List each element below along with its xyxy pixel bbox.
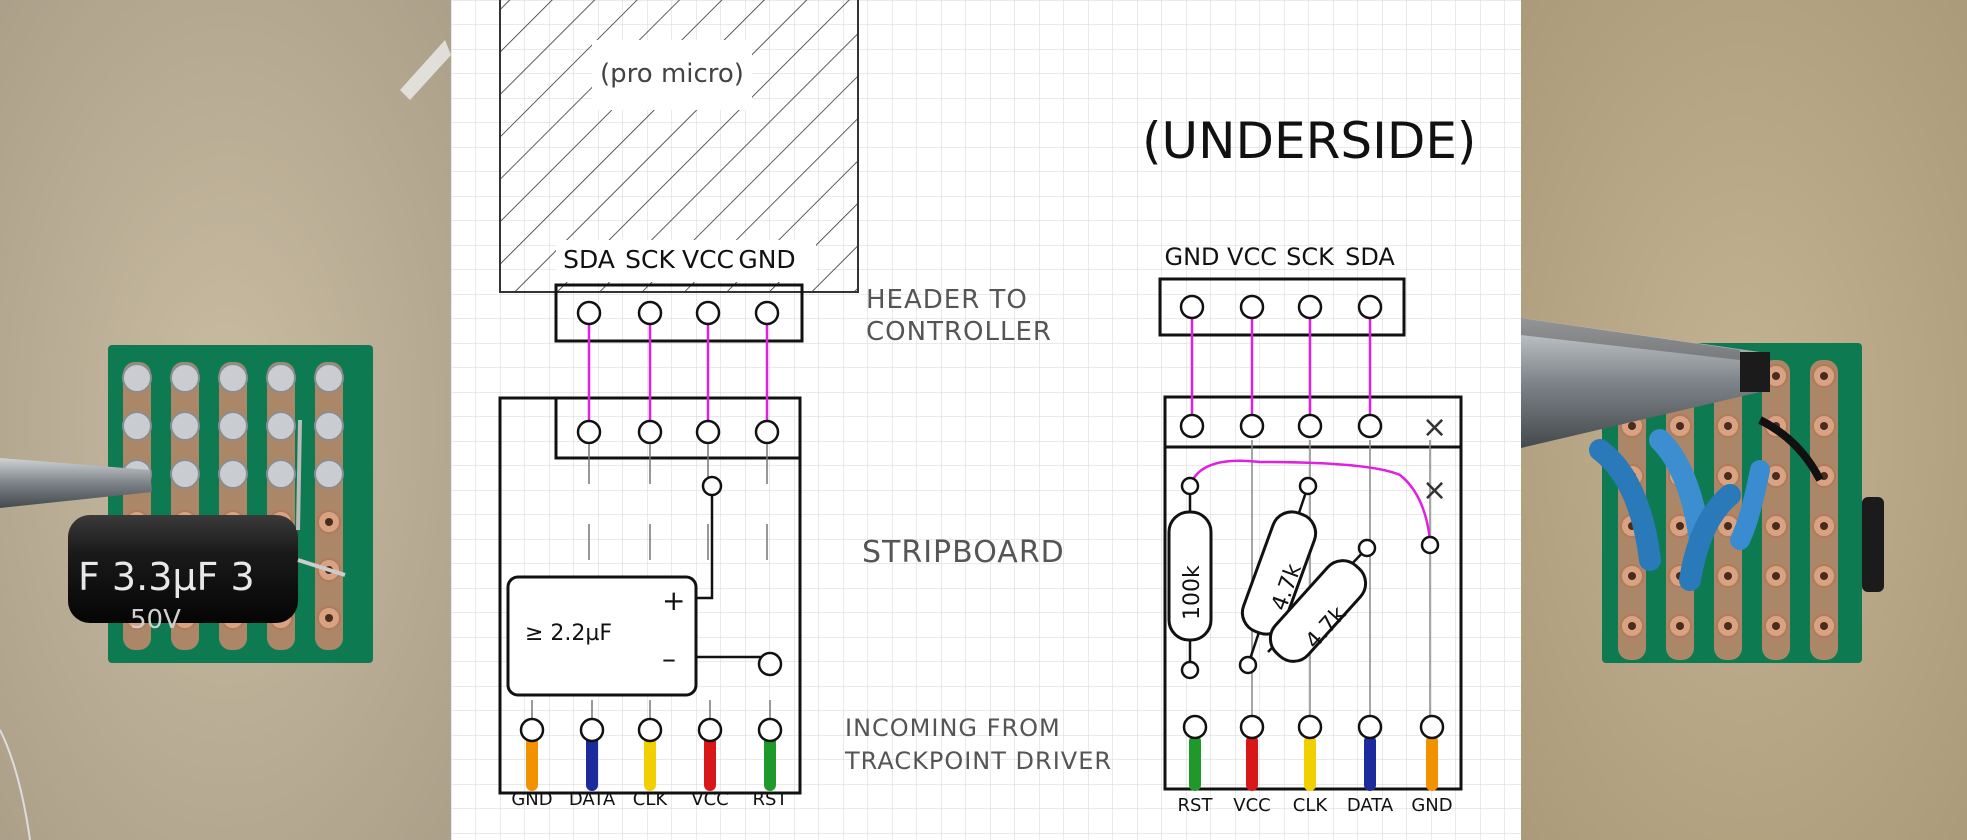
- right-pin-hole-3: [1357, 714, 1383, 740]
- right-header-label-2: SCK: [1286, 243, 1335, 271]
- right-header-label-0: GND: [1164, 243, 1219, 271]
- left-tracks: [576, 300, 780, 560]
- photo-left-stripboard-top: F 3.3µF 3 50V: [0, 0, 451, 840]
- left-header-hole-0: [576, 300, 602, 326]
- left-board-hole-3: [754, 419, 780, 445]
- right-header-label-3: SDA: [1345, 243, 1395, 271]
- left-pin-hole-3: [697, 717, 723, 743]
- note-incoming-line2: TRACKPOINT DRIVER: [844, 747, 1112, 775]
- left-wire-3: [704, 735, 716, 791]
- left-pin-hole-0: [519, 717, 545, 743]
- note-stripboard: STRIPBOARD: [862, 535, 1065, 570]
- right-pin-label-1: VCC: [1233, 795, 1270, 816]
- right-wire-1: [1246, 735, 1258, 791]
- middle-notes: HEADER TO CONTROLLER STRIPBOARD INCOMING…: [844, 285, 1112, 775]
- underside-title: (UNDERSIDE): [1142, 112, 1476, 170]
- resistor-100k: 100k: [1167, 476, 1213, 680]
- capacitor-symbol: ≥ 2.2µF + –: [506, 475, 783, 697]
- right-pin-hole-4: [1419, 714, 1445, 740]
- photo-right-stripboard-underside: [1521, 0, 1967, 840]
- right-wire-3: [1364, 735, 1376, 791]
- right-board-hole-3: [1357, 413, 1383, 439]
- x-mark-row2: ×: [1422, 473, 1447, 508]
- pro-micro-outline: (pro micro): [499, 0, 859, 293]
- capacitor-print: F 3.3µF 3: [78, 555, 255, 599]
- right-header-hole-1: [1239, 294, 1265, 320]
- left-stripboard-header-row: [554, 396, 802, 460]
- capacitor-value: ≥ 2.2µF: [525, 621, 612, 646]
- right-wire-2: [1304, 735, 1316, 791]
- left-pin-label-3: VCC: [691, 789, 728, 810]
- left-wire-4: [764, 735, 776, 791]
- right-header-hole-2: [1297, 294, 1323, 320]
- note-header-line1: HEADER TO: [866, 285, 1028, 315]
- right-pin-label-3: DATA: [1347, 795, 1394, 816]
- left-pin-hole-4: [757, 717, 783, 743]
- right-header-labels: GND VCC SCK SDA: [1164, 243, 1395, 271]
- left-header-label-3: GND: [738, 245, 795, 274]
- left-wire-0: [526, 735, 538, 791]
- left-pin-label-2: CLK: [633, 789, 669, 810]
- tweezer-left: [0, 458, 152, 508]
- magenta-jumper-wire: [1188, 459, 1432, 541]
- capacitor-photo: F 3.3µF 3 50V: [68, 419, 346, 635]
- left-pin-hole-1: [579, 717, 605, 743]
- left-board-hole-1: [637, 419, 663, 445]
- resistor-4-7k-a: 4.7k: [1238, 476, 1318, 675]
- left-wire-2: [644, 735, 656, 791]
- note-incoming-line1: INCOMING FROM: [845, 714, 1061, 742]
- left-header-label-1: SCK: [625, 245, 675, 274]
- right-board-hole-2: [1297, 413, 1323, 439]
- right-header-hole-3: [1357, 294, 1383, 320]
- right-pin-label-4: GND: [1411, 795, 1452, 816]
- left-bottom-pins: GND DATA CLK VCC RST: [511, 700, 788, 810]
- left-board-hole-2: [695, 419, 721, 445]
- x-mark-row1: ×: [1422, 410, 1447, 445]
- left-header-hole-2: [695, 300, 721, 326]
- left-header-hole-1: [637, 300, 663, 326]
- left-header-label-0: SDA: [563, 245, 615, 274]
- right-pin-hole-1: [1239, 714, 1265, 740]
- left-header-strip: [554, 283, 804, 343]
- right-board-hole-1: [1239, 413, 1265, 439]
- right-pin-hole-0: [1182, 714, 1208, 740]
- right-pin-label-2: CLK: [1293, 795, 1329, 816]
- left-wire-1: [586, 735, 598, 791]
- right-wire-4: [1426, 735, 1438, 791]
- left-pin-label-0: GND: [511, 789, 552, 810]
- capacitor-plus: +: [662, 584, 685, 617]
- left-pin-label-1: DATA: [569, 789, 616, 810]
- left-pin-hole-2: [637, 717, 663, 743]
- capacitor-minus: –: [662, 642, 676, 675]
- photo-side-connector: [1862, 497, 1884, 592]
- photo-resistors: [1589, 416, 1824, 591]
- tweezer-right: [1521, 318, 1770, 448]
- right-pin-label-0: RST: [1178, 795, 1214, 816]
- right-board-hole-0: [1179, 413, 1205, 439]
- left-board-hole-0: [576, 419, 602, 445]
- resistor-label-100k: 100k: [1180, 565, 1205, 620]
- capacitor-print-sub: 50V: [130, 605, 181, 635]
- left-header-hole-3: [754, 300, 780, 326]
- left-pin-label-4: RST: [753, 789, 789, 810]
- right-header-strip: [1158, 277, 1406, 337]
- underside-drawing: (UNDERSIDE) GND VCC SCK SDA × × 100k 4.7k: [1142, 112, 1476, 816]
- right-wire-0: [1189, 735, 1201, 791]
- right-bottom-pins: RST VCC CLK DATA GND: [1178, 714, 1453, 816]
- right-header-hole-0: [1179, 294, 1205, 320]
- right-stripboard-header-row: [1163, 395, 1463, 449]
- right-header-label-1: VCC: [1227, 243, 1277, 271]
- right-pin-hole-2: [1297, 714, 1323, 740]
- pro-micro-label: (pro micro): [600, 59, 744, 89]
- left-header-label-2: VCC: [682, 245, 734, 274]
- note-header-line2: CONTROLLER: [866, 317, 1052, 347]
